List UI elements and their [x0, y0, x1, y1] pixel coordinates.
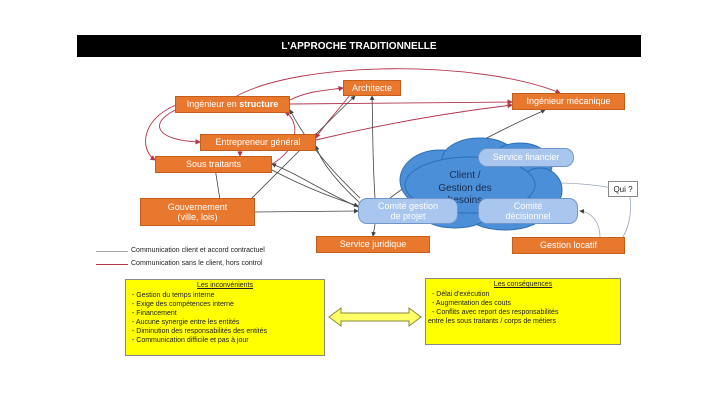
node-gestion-locatif[interactable]: Gestion locatif [512, 237, 625, 254]
link-comite-juridique [371, 223, 377, 237]
link-gestion-decisionnel [579, 209, 601, 239]
legend-sans-client-swatch [96, 264, 128, 265]
client-label: Client / Gestion des besoins [438, 170, 492, 206]
link-structure-soustraitants [145, 104, 177, 161]
node-comite-gestion-projet[interactable]: Comité gestion de projet [358, 198, 458, 224]
link-structure-entrepreneur [159, 107, 201, 145]
consequence-item: Augmentation des couts [432, 299, 620, 308]
link-structure-archi [289, 86, 344, 101]
consequence-item: Conflits avec report des responsabilités [432, 308, 620, 317]
link-gouvernement-soustraitants [213, 167, 221, 201]
node-gouvernement[interactable]: Gouvernement(ville, lois) [140, 198, 255, 226]
link-entrepreneur-mecanique [315, 102, 513, 141]
link-archi-mecanique [234, 68, 561, 98]
node-ingenieur-structure[interactable]: Ingénieur en structure [175, 96, 290, 113]
qui-callout: Qui ? [608, 181, 638, 197]
link-soustraitants-comite [271, 169, 359, 208]
node-sous-traitants[interactable]: Sous traitants [155, 156, 272, 173]
link-gouvernement-comite [254, 208, 359, 214]
inconvenient-item: Communication difficile et pas à jour [132, 336, 324, 345]
link-structure-mecanique [289, 99, 513, 105]
consequences-title: Les conséquences [493, 281, 553, 288]
inconvenient-item: Diminution des responsabilités des entit… [132, 327, 324, 336]
inconvenient-item: Gestion du temps interne [132, 291, 324, 300]
link-comite-entrepreneur [314, 145, 361, 204]
inconvenients-title: Les inconvénients [196, 282, 254, 289]
node-service-financier[interactable]: Service financier [478, 148, 574, 167]
node-service-juridique[interactable]: Service juridique [316, 236, 430, 253]
node-architecte[interactable]: Architecte [343, 80, 401, 96]
legend-sans-client: Communication sans le client, hors contr… [131, 260, 263, 267]
node-entrepreneur-general[interactable]: Entrepreneur général [200, 134, 316, 151]
legend-client: Communication client et accord contractu… [131, 247, 265, 254]
consequences-box: Les conséquences Délai d'exécution Augme… [425, 278, 621, 345]
legend-client-swatch [96, 251, 128, 252]
page-title: L'APPROCHE TRADITIONNELLE [77, 35, 641, 57]
inconvenients-box: Les inconvénients Gestion du temps inter… [125, 279, 325, 356]
inconvenient-item: Financement [132, 309, 324, 318]
node-ingenieur-mecanique[interactable]: Ingénieur mécanique [512, 93, 625, 110]
consequence-item: Délai d'exécution [432, 290, 620, 299]
link-comite-architecte [369, 95, 376, 199]
double-arrow-icon [328, 307, 422, 327]
inconvenient-item: Exige des compétences interne [132, 300, 324, 309]
node-comite-decisionnel[interactable]: Comité décisionnel [478, 198, 578, 224]
link-qui-gestion [621, 196, 631, 239]
inconvenient-item: Aucune synergie entre les entités [132, 318, 324, 327]
consequence-continuation: entre les sous traitants / corps de méti… [428, 318, 556, 325]
